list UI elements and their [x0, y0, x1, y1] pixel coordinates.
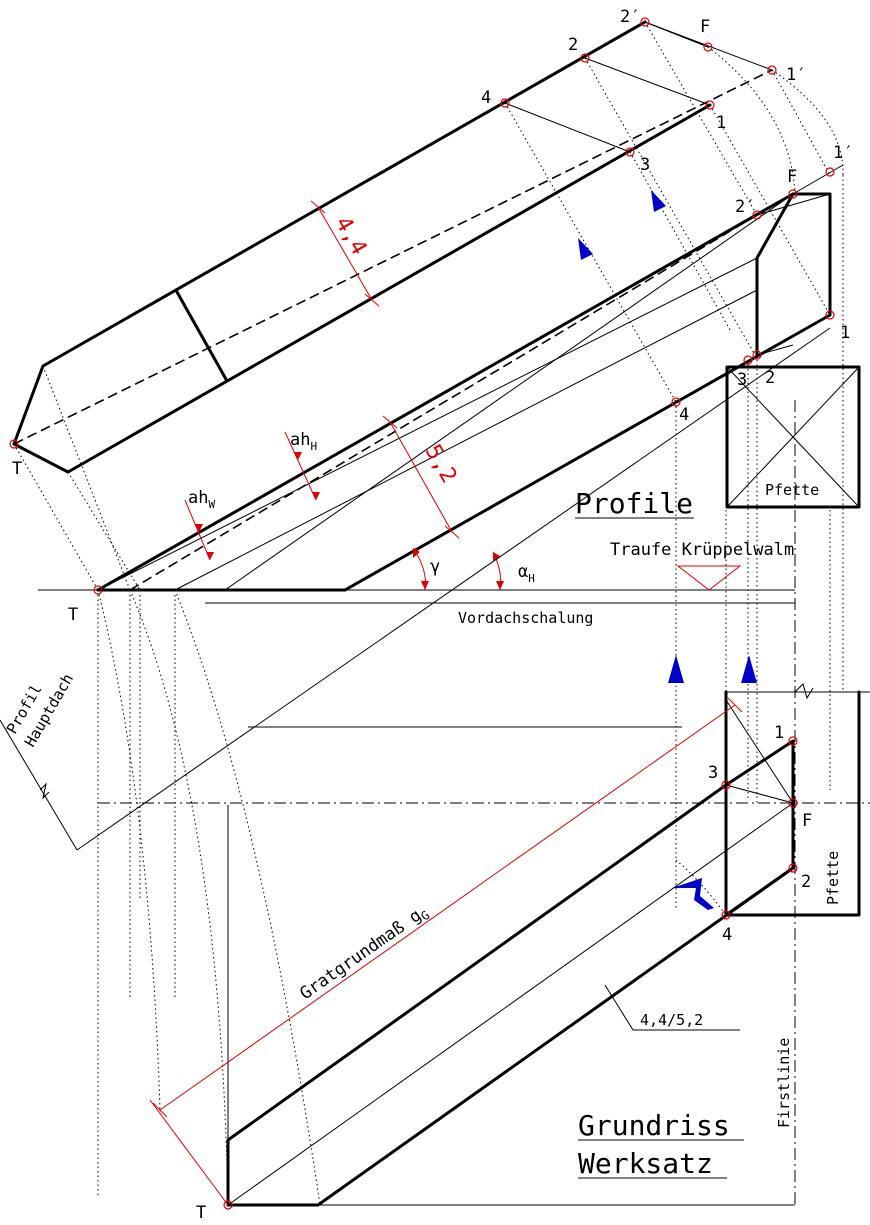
label-T-plan: T: [196, 1203, 206, 1220]
point-markers: [9, 17, 835, 1210]
label-pfette-bottom: Pfette: [824, 851, 842, 905]
label-gamma: γ: [430, 557, 440, 577]
label-2-plan: 2: [801, 872, 811, 892]
direction-arrows: [578, 190, 757, 910]
break-symbol: [39, 782, 50, 800]
label-2prime-top: 2′: [620, 7, 640, 27]
label-3-top: 3: [640, 155, 650, 175]
label-2prime-mid: 2′: [735, 197, 755, 217]
label-1-mid: 1: [840, 323, 850, 343]
plan-view: [149, 683, 870, 1207]
label-F-top: F: [700, 17, 710, 37]
label-3-plan: 3: [708, 763, 718, 783]
label-alpha-h: αH: [518, 562, 535, 585]
label-2-top: 2: [568, 35, 578, 55]
dim-4-4: 4,4: [330, 213, 372, 260]
label-gratgrundmass: Gratgrundmaß gG: [296, 901, 432, 1005]
label-firstlinie: Firstlinie: [775, 1038, 793, 1128]
title-grundriss: Grundriss: [578, 1109, 730, 1142]
hauptdach-profile-line: [76, 327, 831, 851]
label-1prime-mid: 1′: [833, 143, 853, 163]
label-T-upper: T: [12, 459, 22, 479]
dim-5-2: 5,2: [420, 441, 462, 488]
pfette-top: [725, 365, 861, 509]
hauptdach-cut-line: [0, 719, 78, 851]
label-traufe: Traufe Krüppelwalm: [610, 540, 794, 560]
title-profile: Profile: [575, 487, 693, 520]
label-F-plan: F: [802, 811, 812, 831]
label-3-mid: 3: [737, 370, 747, 390]
point-labels-top: 2′ F 1′ 2 1 4 3: [481, 7, 806, 175]
upper-beam: [12, 20, 773, 474]
label-4-mid: 4: [679, 405, 689, 425]
label-4-plan: 4: [722, 925, 732, 945]
label-ah-w: ahW: [188, 488, 215, 511]
traufe-symbol: [676, 565, 742, 591]
label-pfette-top: Pfette: [765, 481, 819, 499]
label-F-mid: F: [787, 167, 797, 187]
label-section: 4,4/5,2: [640, 1011, 703, 1029]
point-labels-plan: 1 3 F 2 4 T: [196, 723, 812, 1223]
label-1-plan: 1: [774, 723, 784, 743]
label-T-lower: T: [68, 605, 78, 625]
label-vordachschalung: Vordachschalung: [458, 609, 593, 627]
label-2-mid: 2: [765, 368, 775, 388]
point-labels-mid: F 1′ 2′ 1 3 2 4 T T: [12, 143, 853, 625]
baselines: [38, 400, 870, 1206]
projection-lines-upper: [13, 21, 844, 591]
label-4-top: 4: [481, 88, 491, 108]
middle-profile: [96, 164, 844, 592]
label-1-top: 1: [716, 113, 726, 133]
projection-lines-lower: [97, 175, 844, 1206]
label-ah-h: ahH: [290, 430, 317, 453]
title-werksatz: Werksatz: [578, 1147, 713, 1180]
label-1prime-top: 1′: [786, 65, 806, 85]
